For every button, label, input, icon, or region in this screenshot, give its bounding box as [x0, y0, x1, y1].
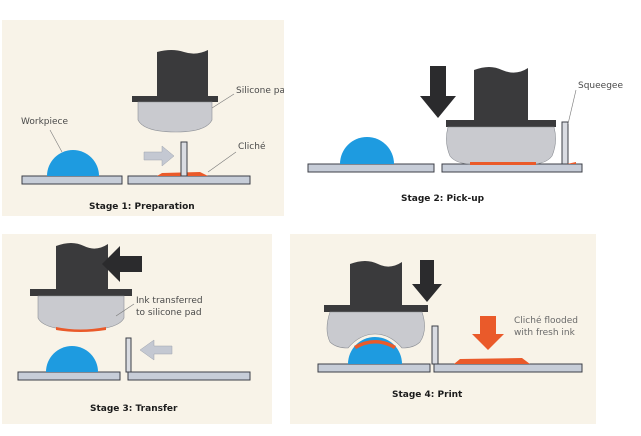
workpiece-base-plate	[17, 371, 121, 381]
cliche-flooded-label-line2: with fresh ink	[514, 328, 575, 338]
pad-mount-plate	[446, 120, 556, 127]
cliche-plate	[127, 175, 251, 185]
stage-3-illustration	[2, 234, 272, 424]
down-press-arrow	[412, 260, 442, 302]
pad-transferred-ink	[56, 327, 106, 332]
pad-mount-plate	[132, 96, 218, 102]
workpiece-dome	[46, 346, 98, 372]
cliche-plate	[441, 163, 583, 173]
silicone-pad-label: Silicone pad	[236, 86, 284, 96]
stage-2-caption: Stage 2: Pick-up	[401, 194, 485, 204]
pad-shaft	[56, 243, 108, 290]
ink-flood-arrow	[472, 316, 504, 350]
workpiece-leader-line	[49, 129, 63, 153]
workpiece-dome	[340, 137, 394, 164]
printed-ink	[354, 340, 396, 349]
stage-1-panel: Workpiece Silicone pad Cliché Stage 1: P…	[2, 20, 284, 216]
pad-mount-plate	[324, 305, 428, 312]
workpiece-label: Workpiece	[21, 117, 69, 127]
squeegee-label: Squeegee	[578, 81, 623, 91]
workpiece-base-plate	[21, 175, 123, 185]
workpiece-base-plate	[307, 163, 435, 173]
cliche-return-arrow	[139, 339, 173, 361]
stage-3-caption: Stage 3: Transfer	[90, 404, 178, 414]
squeegee-leader-line	[567, 89, 577, 125]
silicone-pad-compressed	[446, 126, 556, 165]
stage-4-panel: Cliché flooded with fresh ink Stage 4: P…	[290, 234, 596, 424]
silicone-pad	[37, 295, 125, 331]
squeegee-blade	[431, 325, 439, 365]
pad-shaft	[157, 50, 208, 98]
cliche-plate	[433, 363, 583, 373]
silicone-pad-compressed	[326, 311, 425, 349]
down-press-arrow	[420, 66, 456, 118]
stage-2-illustration	[296, 38, 629, 220]
stage-2-panel: Squeegee Stage 2: Pick-up	[296, 38, 629, 220]
cliche-flooded-label-line1: Cliché flooded	[514, 316, 578, 326]
cliche-label: Cliché	[238, 142, 266, 152]
pad-leader-line	[211, 93, 235, 109]
fresh-ink-flood	[454, 358, 530, 364]
squeegee-blade	[180, 141, 188, 177]
silicone-pad	[137, 101, 213, 133]
cliche-leader-line	[207, 151, 237, 173]
ink-transferred-label-line1: Ink transferred	[136, 296, 203, 306]
ink-transferred-label-line2: to silicone pad	[136, 308, 202, 318]
workpiece-base-plate	[317, 363, 431, 373]
pad-shaft	[350, 261, 402, 306]
pad-ink-contact	[470, 162, 536, 165]
stage-3-panel: Ink transferred to silicone pad Stage 3:…	[2, 234, 272, 424]
pad-shaft	[474, 67, 528, 122]
pad-mount-plate	[30, 289, 132, 296]
cliche-slide-arrow	[143, 145, 175, 167]
squeegee-blade	[125, 337, 132, 373]
stage-1-illustration	[2, 20, 284, 216]
squeegee-ink	[567, 162, 576, 164]
stage-4-illustration	[290, 234, 596, 424]
stage-4-caption: Stage 4: Print	[392, 390, 463, 400]
ink-leader-line	[115, 303, 135, 317]
cliche-plate	[127, 371, 251, 381]
squeegee-blade	[561, 121, 569, 165]
workpiece-dome	[47, 150, 99, 176]
pad-travel-arrow	[102, 246, 142, 282]
stage-1-caption: Stage 1: Preparation	[89, 202, 195, 212]
